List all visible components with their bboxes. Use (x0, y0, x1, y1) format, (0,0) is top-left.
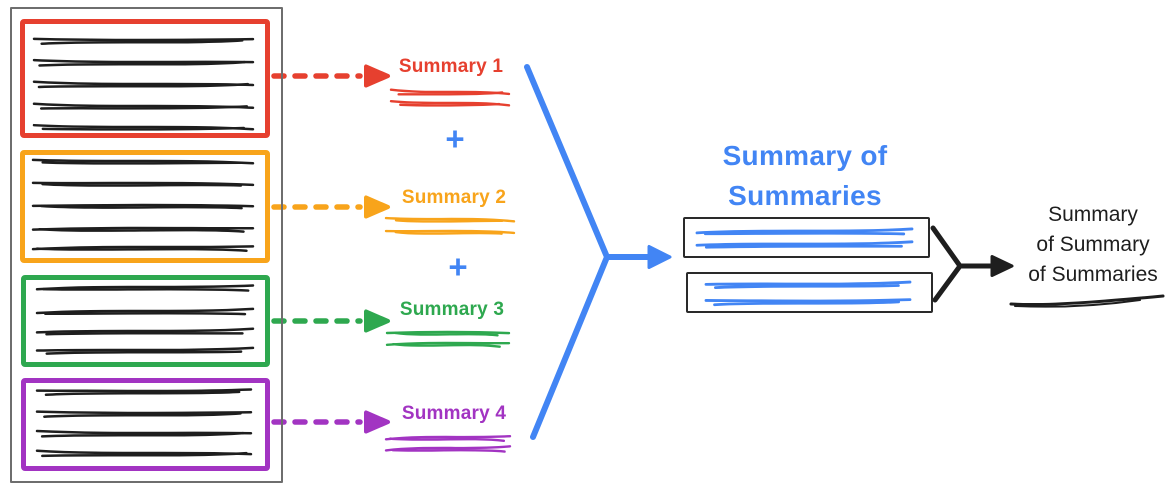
source-document-container (10, 7, 283, 483)
doc-section-1-text-scribbles (32, 37, 255, 131)
summary-of-summaries-box-2 (686, 272, 933, 313)
sos-title-line-2: Summaries (728, 180, 882, 211)
summary-2-scribbles (384, 216, 516, 235)
doc-section-2-box (20, 150, 270, 263)
summary-of-summaries-box-1 (683, 217, 930, 258)
summary-of-summaries-box-1-scribbles (695, 227, 914, 249)
dashed-arrow-green (271, 309, 390, 333)
summary-1-scribbles (389, 88, 511, 107)
final-summary-line-2: of Summary (1036, 233, 1150, 256)
merge-arrow-black (930, 225, 1014, 303)
doc-section-4-text-scribbles (35, 388, 253, 458)
dashed-arrow-orange (271, 195, 390, 219)
doc-section-3-text-scribbles (35, 284, 255, 355)
final-summary-line-3: of Summaries (1028, 263, 1158, 286)
plus-operator-2: + (448, 248, 468, 285)
doc-section-4-box (21, 378, 270, 471)
summary-4-label: Summary 4 (401, 403, 507, 424)
summary-1-label: Summary 1 (398, 56, 504, 77)
summary-2-label: Summary 2 (401, 187, 507, 208)
sos-title-line-1: Summary of (722, 140, 888, 171)
dashed-arrow-red (271, 64, 390, 88)
dashed-arrow-purple (271, 410, 390, 434)
doc-section-1-box (20, 19, 270, 138)
final-summary-label: Summary of Summary of Summaries (1008, 200, 1170, 290)
final-summary-underline-scribble (1009, 294, 1165, 308)
merge-arrow-blue (524, 64, 672, 440)
plus-operator-1: + (445, 120, 465, 157)
summary-3-scribbles (385, 330, 511, 348)
summary-4-scribbles (384, 434, 512, 453)
doc-section-3-box (21, 275, 270, 367)
summary-of-summaries-box-2-scribbles (704, 280, 912, 307)
final-summary-line-1: Summary (1048, 203, 1138, 226)
summary-3-label: Summary 3 (399, 299, 505, 320)
doc-section-2-text-scribbles (31, 158, 255, 252)
summary-of-summaries-title: Summary of Summaries (680, 136, 930, 216)
